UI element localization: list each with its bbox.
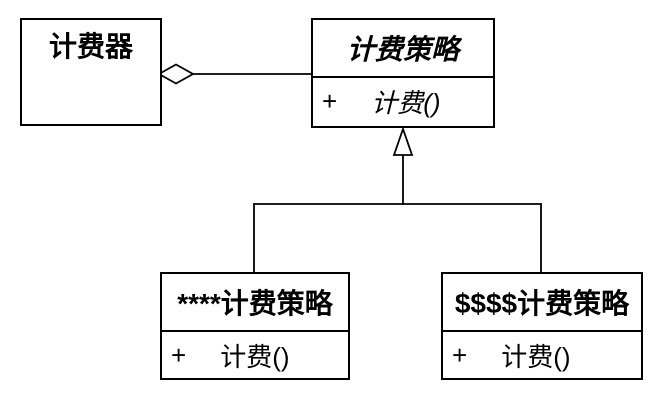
- class-name: 计费器: [48, 31, 133, 62]
- method-row: + 计费(): [443, 332, 641, 378]
- method-visibility: +: [171, 339, 187, 370]
- class-box-dollar-charging-strategy: $$$$计费策略 + 计费(): [441, 272, 643, 380]
- generalization-triangle-icon: [392, 126, 414, 156]
- method-signature: 计费(): [501, 341, 571, 372]
- method-visibility: +: [322, 85, 338, 116]
- method-row: + 计费(): [313, 78, 493, 124]
- class-box-charger: 计费器: [20, 18, 162, 126]
- method-signature: 计费(): [371, 87, 441, 118]
- class-box-charging-strategy: 计费策略 + 计费(): [311, 18, 495, 128]
- class-name: ****计费策略: [162, 274, 348, 332]
- aggregation-diamond-icon: [157, 63, 195, 85]
- method-visibility: +: [452, 339, 468, 370]
- class-name: 计费策略: [313, 20, 493, 78]
- method-row: + 计费(): [162, 332, 348, 378]
- method-signature: 计费(): [220, 341, 290, 372]
- class-box-star-charging-strategy: ****计费策略 + 计费(): [160, 272, 350, 380]
- class-name: $$$$计费策略: [443, 274, 641, 332]
